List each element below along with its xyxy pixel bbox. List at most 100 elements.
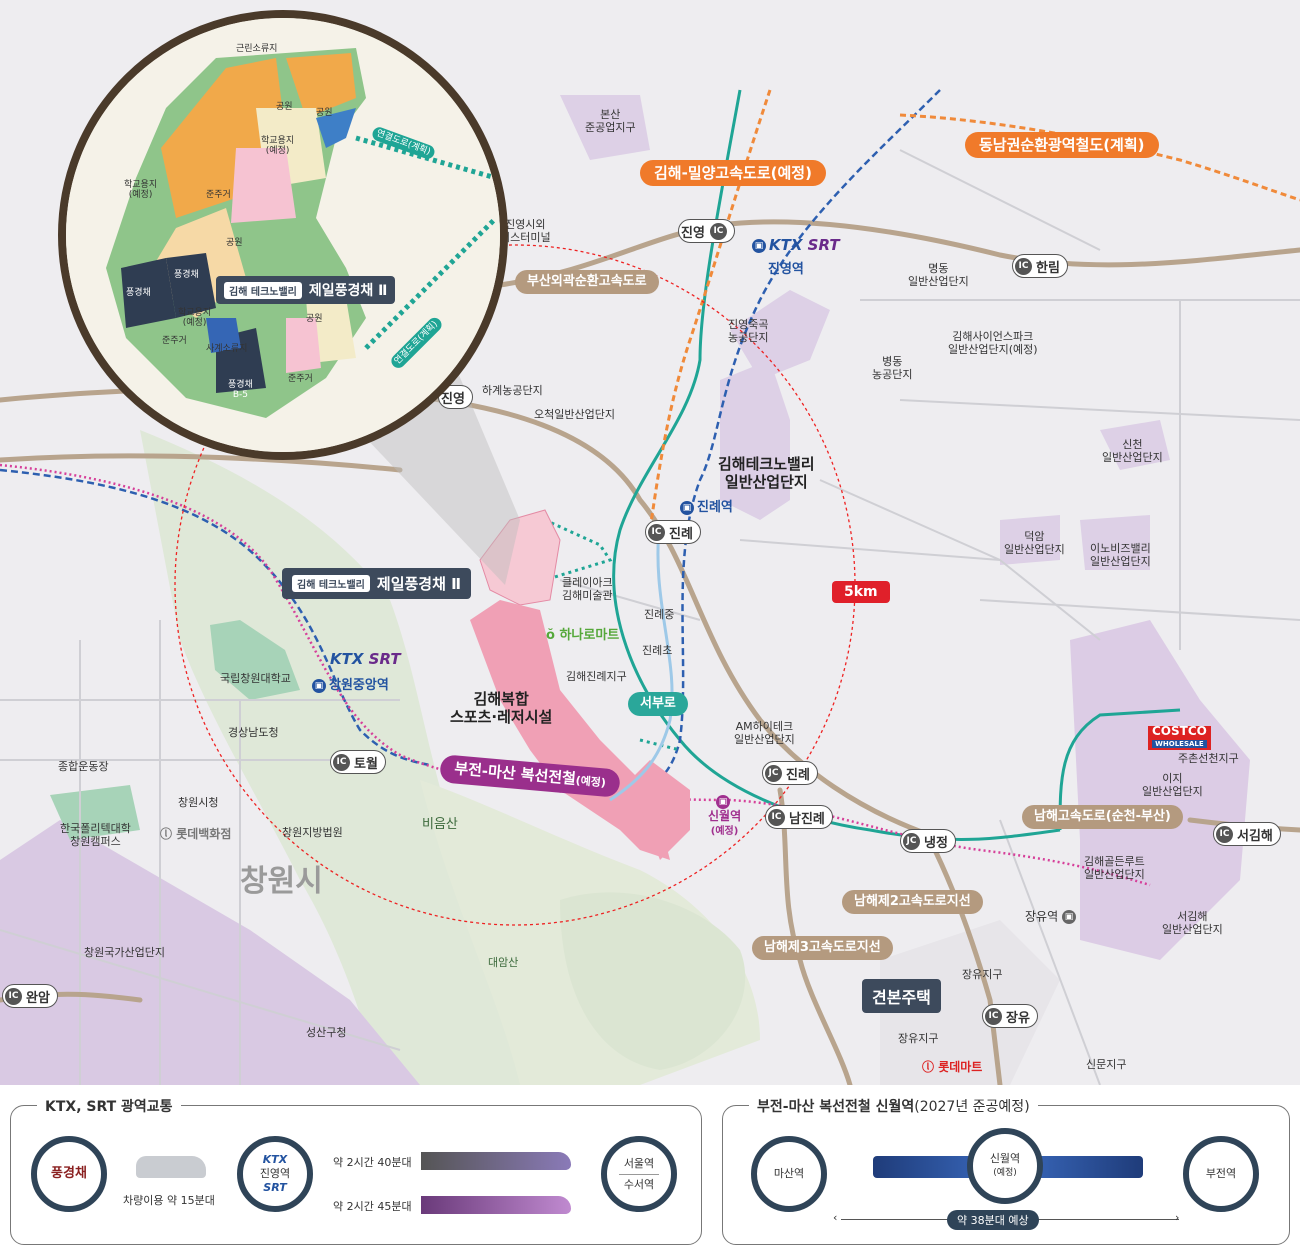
inset-neighborhood-pond: 근린소류지 (236, 44, 278, 54)
place-sinmun: 신문지구 (1086, 1058, 1127, 1071)
train-station-icon: ▣ (716, 794, 731, 809)
place-ocheok: 오척일반산업단지 (534, 408, 615, 421)
masan-ring: 마산역 (751, 1136, 827, 1212)
hub-ring: KTX 진영역 SRT (237, 1136, 313, 1212)
map-area: 김해-밀양고속도로(예정) 동남권순환광역철도(계획) 부산외곽순환고속도로 부… (0, 0, 1300, 1085)
arrow-right-icon: › (1175, 1211, 1180, 1224)
ktx-srt-logo-jinyeong: ▣KTX SRT (752, 236, 840, 254)
inset-water-pond: 사계소류지 (206, 344, 248, 354)
inset-park-4: 공원 (306, 314, 323, 324)
place-jangyu-gu-north: 장유지구 (962, 968, 1003, 981)
model-house-label: 견본주택 (862, 979, 941, 1013)
station-jangyu: 장유역 ▣ (1025, 910, 1079, 924)
place-national-univ: 국립창원대학교 (220, 672, 291, 685)
lotte-icon: ⓛ (922, 1060, 939, 1074)
place-jinrye-district: 김해진례지구 (566, 670, 627, 683)
namhae2-label: 남해제2고속도로지선 (842, 890, 983, 914)
station-sinwol: ▣신월역(예정) (708, 794, 742, 837)
busan-outer-expressway-label: 부산외곽순환고속도로 (515, 270, 659, 294)
station-changwon-jungang: ▣창원중앙역 (312, 674, 389, 693)
inset-school-2: 학교용지(예정) (124, 180, 158, 200)
mountain-bieumsan: 비음산 (422, 817, 458, 832)
city-changwon: 창원시 (240, 864, 323, 899)
dest-ring: 서울역 수서역 (601, 1136, 677, 1212)
arrow-left-icon: ‹ (833, 1211, 838, 1224)
inset-pungg-1: 풍경채 (174, 270, 199, 280)
place-court: 창원지방법원 (282, 826, 343, 839)
train-station-icon: ▣ (680, 500, 694, 515)
place-changwon-city-hall: 창원시청 (178, 796, 219, 809)
bujeon-ring: 부전역 (1183, 1136, 1259, 1212)
namhae-expressway-label: 남해고속도로(순천-부산) (1022, 805, 1183, 829)
car-time: 차량이용 약 15분대 (123, 1194, 215, 1207)
place-jucheon: 주촌선천지구 (1178, 752, 1239, 765)
place-jinrye-elem: 진례초 (642, 644, 673, 657)
route2-time: 약 2시간 45분대 (333, 1200, 412, 1213)
station-jinyeong: 진영역 (768, 262, 804, 277)
lotte-dept-marker: ⓛ 롯데백화점 (160, 827, 232, 841)
rail-time-badge: 약 38분대 예상 (947, 1210, 1039, 1230)
place-gyeongnam-office: 경상남도청 (228, 726, 279, 739)
inset-park-1: 공원 (276, 102, 293, 112)
lotte-icon: ⓛ (160, 827, 177, 841)
place-sports-complex: 종합운동장 (58, 760, 109, 773)
train-station-icon: ▣ (752, 238, 766, 253)
mountain-daeamsan: 대암산 (488, 956, 519, 969)
ktx-srt-logo-changwon: KTX SRT (330, 650, 401, 668)
hanaro-mart-marker: ŏ 하나로마트 (546, 628, 620, 643)
inset-school-3: 학교용지(예정) (178, 308, 212, 328)
legend-rail-title: 부전-마산 복선전철 신월역(2027년 준공예정) (749, 1096, 1038, 1116)
place-jangyu-gu: 장유지구 (898, 1032, 939, 1045)
legend-bujeon-masan: 부전-마산 복선전철 신월역(2027년 준공예정) 마산역 신월역(예정) 부… (722, 1096, 1290, 1245)
inset-plan (66, 18, 500, 452)
car-icon (136, 1156, 206, 1178)
site-zoom-inset: 근린소류지 공원 공원 학교용지(예정) 학교용지(예정) 준주거 공원 풍경채… (58, 10, 508, 460)
inset-semi-residential-2: 준주거 (162, 336, 187, 346)
place-changwon-industrial: 창원국가산업단지 (84, 946, 165, 959)
sinwol-ring: 신월역(예정) (967, 1128, 1043, 1204)
seobu-road-label: 서부로 (628, 692, 688, 716)
inset-park-3: 공원 (226, 238, 243, 248)
place-seongsan: 성산구청 (306, 1026, 347, 1039)
route1-time: 약 2시간 40분대 (333, 1156, 412, 1169)
radius-5km-badge: 5km (832, 581, 890, 603)
station-jinrye: ▣진례역 (680, 496, 733, 515)
namhae3-label: 남해제3고속도로지선 (752, 936, 893, 960)
train-station-icon: ▣ (312, 678, 326, 693)
gimhae-miryang-expressway-label: 김해-밀양고속도로(예정) (640, 160, 826, 186)
legend-ktx-srt: KTX, SRT 광역교통 풍경채 차량이용 약 15분대 KTX 진영역 SR… (10, 1096, 702, 1245)
legend-ktx-title: KTX, SRT 광역교통 (37, 1096, 181, 1116)
inset-park-2: 공원 (316, 108, 333, 118)
train-ktx-icon (421, 1152, 571, 1170)
place-jinrye-mid: 진례중 (644, 608, 675, 621)
lotte-mart-marker: ⓛ 롯데마트 (922, 1060, 983, 1074)
inset-semi-residential-3: 준주거 (288, 374, 313, 384)
